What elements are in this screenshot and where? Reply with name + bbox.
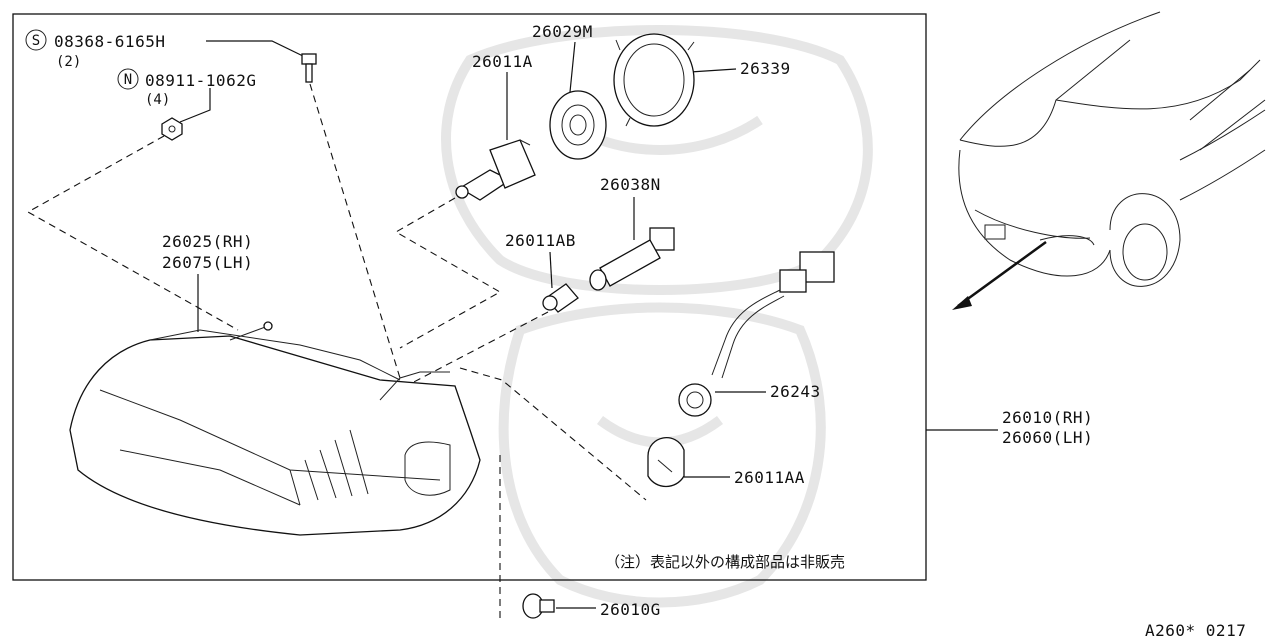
bulb-small-label: 26011AB — [505, 231, 576, 250]
bulb-main-label: 26011A — [472, 52, 533, 71]
bulb-socket-part — [549, 90, 607, 160]
harness-socket-part — [678, 251, 835, 417]
bulb-small-part — [542, 283, 579, 313]
screw-label: 08368-6165H — [54, 32, 165, 51]
car-location-sketch — [958, 11, 1266, 287]
assembly-lh-label: 26060(LH) — [1002, 428, 1093, 447]
socket-small-part — [589, 227, 675, 291]
cover-part — [613, 33, 695, 127]
housing-lh-label: 26075(LH) — [162, 253, 253, 272]
nut-qty: (4) — [145, 92, 170, 108]
screw-qty: (2) — [56, 54, 81, 70]
location-arrow-icon — [952, 296, 972, 310]
headlamp-housing-part — [69, 321, 481, 536]
nut-callout: N 08911-1062G (4) — [117, 68, 256, 123]
housing-rh-label: 26025(RH) — [162, 232, 253, 251]
socket-small-label: 26038N — [600, 175, 661, 194]
figure-code: A260* 0217 — [1145, 621, 1246, 639]
screw-callout: S 08368-6165H (2) — [25, 29, 306, 70]
bulb-turn-part — [647, 437, 685, 488]
screw-symbol: S — [32, 33, 40, 49]
bulb-main-part — [455, 139, 536, 201]
nut-symbol: N — [124, 72, 132, 88]
nut-label: 08911-1062G — [145, 71, 256, 90]
assembly-frame — [12, 13, 927, 581]
screw-part — [301, 53, 317, 83]
cover-label: 26339 — [740, 59, 791, 78]
clip-part — [522, 593, 555, 619]
assembly-rh-label: 26010(RH) — [1002, 408, 1093, 427]
non-sale-note: （注）表記以外の構成部品は非販売 — [605, 553, 845, 571]
bulb-turn-label: 26011AA — [734, 468, 805, 487]
nut-part — [161, 117, 183, 141]
harness-socket-label: 26243 — [770, 382, 821, 401]
bulb-socket-label: 26029M — [532, 22, 593, 41]
clip-label: 26010G — [600, 600, 661, 619]
